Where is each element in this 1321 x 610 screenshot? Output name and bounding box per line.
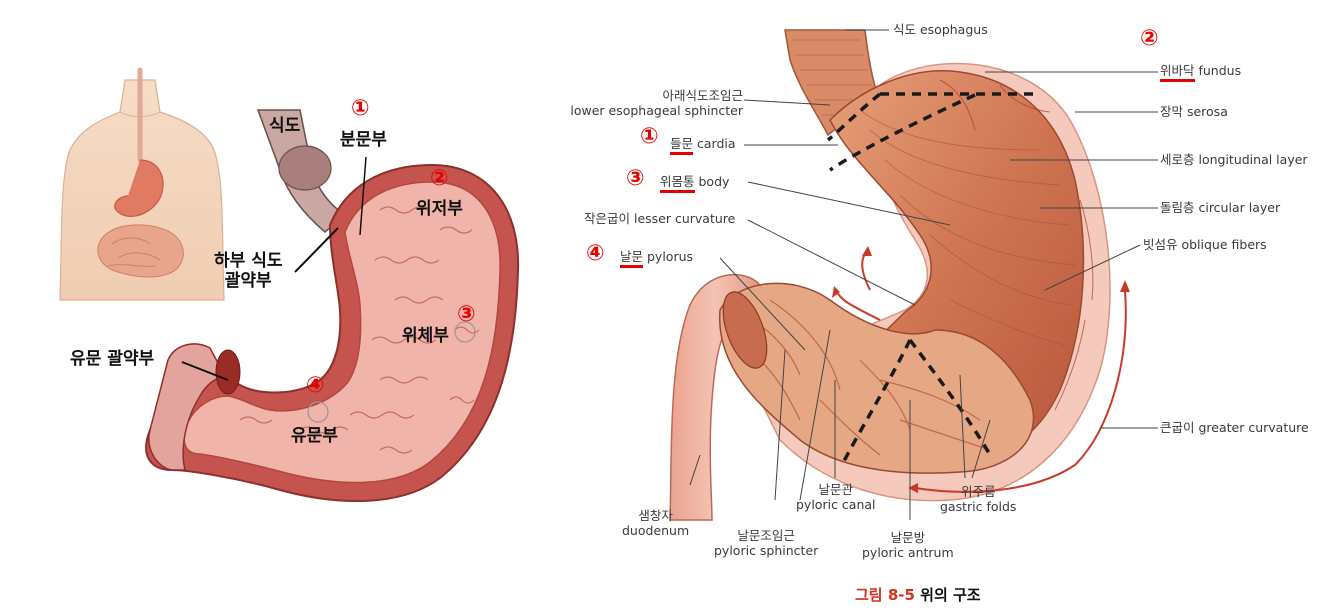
label-pyloric-canal: 날문관 pyloric canal xyxy=(796,482,876,512)
label-longitudinal: 세로층 longitudinal layer xyxy=(1160,152,1308,167)
figure-number: 그림 8-5 xyxy=(855,586,915,604)
label-fundus-en: fundus xyxy=(1194,63,1242,78)
label-gastric-folds: 위주름 gastric folds xyxy=(940,484,1017,514)
label-pyloric-sphincter-left: 유문 괄약부 xyxy=(70,349,155,369)
label-pylorus-en: pylorus xyxy=(643,249,694,264)
marker-1-right: ① xyxy=(640,124,659,149)
marker-4-left: ④ xyxy=(306,373,325,398)
label-cardia-ko: 들문 xyxy=(670,136,694,155)
marker-4-right: ④ xyxy=(586,241,605,266)
label-pylorus-left: 유문부 xyxy=(291,426,338,446)
marker-3-right: ③ xyxy=(626,166,645,191)
label-pyloric-sphincter-right: 날문조임근 pyloric sphincter xyxy=(714,528,819,558)
label-body-right: 위몸통 body xyxy=(660,174,730,193)
marker-2-left: ② xyxy=(430,166,449,191)
marker-1-left: ① xyxy=(351,96,370,121)
label-body-en: body xyxy=(694,174,730,189)
label-les-right: 아래식도조임근 lower esophageal sphincter xyxy=(570,88,743,118)
label-oblique: 빗섬유 oblique fibers xyxy=(1143,237,1267,252)
label-duodenum: 샘창자 duodenum xyxy=(622,508,690,538)
label-lower-sphincter-left: 하부 식도 괄약부 xyxy=(214,251,283,291)
label-fundus-right: 위바닥 fundus xyxy=(1160,63,1242,82)
label-esophagus-right: 식도 esophagus xyxy=(893,22,988,37)
marker-3-left: ③ xyxy=(457,302,476,327)
label-esophagus-left: 식도 xyxy=(269,116,301,136)
label-cardia-right: 들문 cardia xyxy=(670,136,736,155)
label-cardia-left: 분문부 xyxy=(340,130,387,150)
label-pylorus-ko: 날문 xyxy=(620,249,644,268)
figure-caption: 그림 8-5 위의 구조 xyxy=(855,584,981,605)
label-pyloric-antrum: 날문방 pyloric antrum xyxy=(862,530,954,560)
label-body-ko: 위몸통 xyxy=(660,174,695,193)
label-cardia-en: cardia xyxy=(693,136,736,151)
label-pylorus-right: 날문 pylorus xyxy=(620,249,694,268)
label-serosa: 장막 serosa xyxy=(1160,104,1228,119)
label-circular: 돌림층 circular layer xyxy=(1160,200,1281,215)
label-fundus-ko: 위바닥 xyxy=(1160,63,1195,82)
label-greater-curvature: 큰굽이 greater curvature xyxy=(1160,420,1309,435)
label-fundus-left: 위저부 xyxy=(416,199,463,219)
label-body-left: 위체부 xyxy=(402,326,449,346)
label-lesser-curvature: 작은굽이 lesser curvature xyxy=(584,211,736,226)
right-stomach-drawing xyxy=(669,29,1158,521)
torso-thumbnail xyxy=(59,67,225,301)
marker-2-right: ② xyxy=(1140,26,1159,51)
figure-title: 위의 구조 xyxy=(914,586,981,604)
left-stomach-drawing xyxy=(145,109,520,503)
